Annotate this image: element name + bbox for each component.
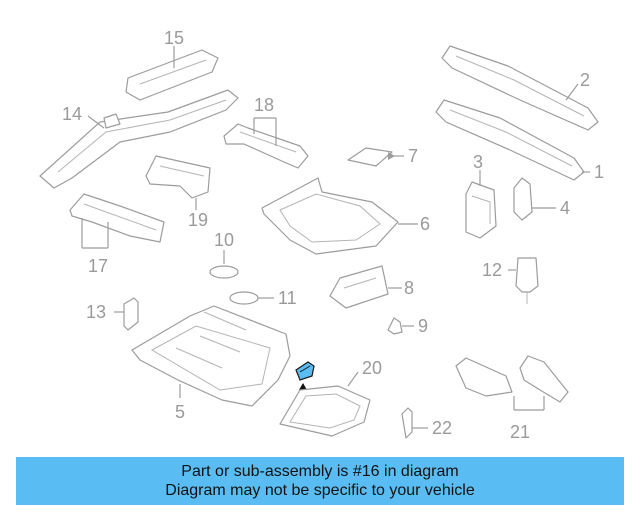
part-6-drawing[interactable] — [261, 177, 418, 255]
part-10-drawing[interactable] — [209, 250, 239, 279]
callout-10: 10 — [214, 230, 234, 250]
parts-diagram: 15 14 18 19 17 7 6 — [39, 28, 604, 442]
callout-2: 2 — [580, 70, 590, 90]
part-21-drawing[interactable] — [455, 355, 569, 411]
callout-21: 21 — [510, 422, 530, 442]
part-7-drawing[interactable] — [347, 147, 404, 167]
part-17-drawing[interactable] — [69, 193, 165, 249]
part-1-drawing[interactable] — [435, 99, 590, 181]
banner-line-1: Part or sub-assembly is #16 in diagram — [181, 463, 459, 480]
callout-18: 18 — [254, 95, 274, 115]
callout-5: 5 — [175, 402, 185, 422]
part-14-drawing[interactable] — [39, 89, 239, 189]
callout-19: 19 — [188, 210, 208, 230]
callout-11: 11 — [278, 288, 297, 308]
part-8-drawing[interactable] — [329, 265, 402, 309]
part-4-drawing[interactable] — [513, 177, 556, 221]
callout-20: 20 — [362, 358, 382, 378]
part-3-drawing[interactable] — [465, 170, 497, 239]
part-20-drawing[interactable] — [279, 371, 371, 437]
part-9-drawing[interactable] — [387, 317, 414, 335]
callout-9: 9 — [418, 316, 428, 336]
callout-7: 7 — [408, 146, 418, 166]
part-19-drawing[interactable] — [145, 155, 211, 210]
part-12-drawing[interactable] — [508, 257, 539, 304]
callout-1: 1 — [594, 162, 604, 182]
callout-3: 3 — [473, 152, 483, 172]
part-22-drawing[interactable] — [401, 407, 428, 439]
part-5-drawing[interactable] — [131, 305, 291, 407]
banner-line-2: Diagram may not be specific to your vehi… — [165, 482, 475, 499]
part-18-drawing[interactable] — [223, 117, 309, 169]
part-11-drawing[interactable] — [229, 291, 274, 305]
part-2-drawing[interactable] — [441, 45, 599, 131]
callout-4: 4 — [560, 198, 570, 218]
info-banner: Part or sub-assembly is #16 in diagram D… — [16, 457, 624, 505]
callout-8: 8 — [404, 278, 414, 298]
callout-14: 14 — [62, 104, 82, 124]
part-15-drawing[interactable] — [125, 46, 219, 101]
callout-13: 13 — [86, 302, 106, 322]
part-13-drawing[interactable] — [114, 297, 139, 331]
callout-15: 15 — [164, 28, 184, 48]
callout-12: 12 — [482, 260, 502, 280]
callout-6: 6 — [420, 214, 430, 234]
callout-22: 22 — [432, 418, 452, 438]
callout-17: 17 — [88, 256, 108, 276]
